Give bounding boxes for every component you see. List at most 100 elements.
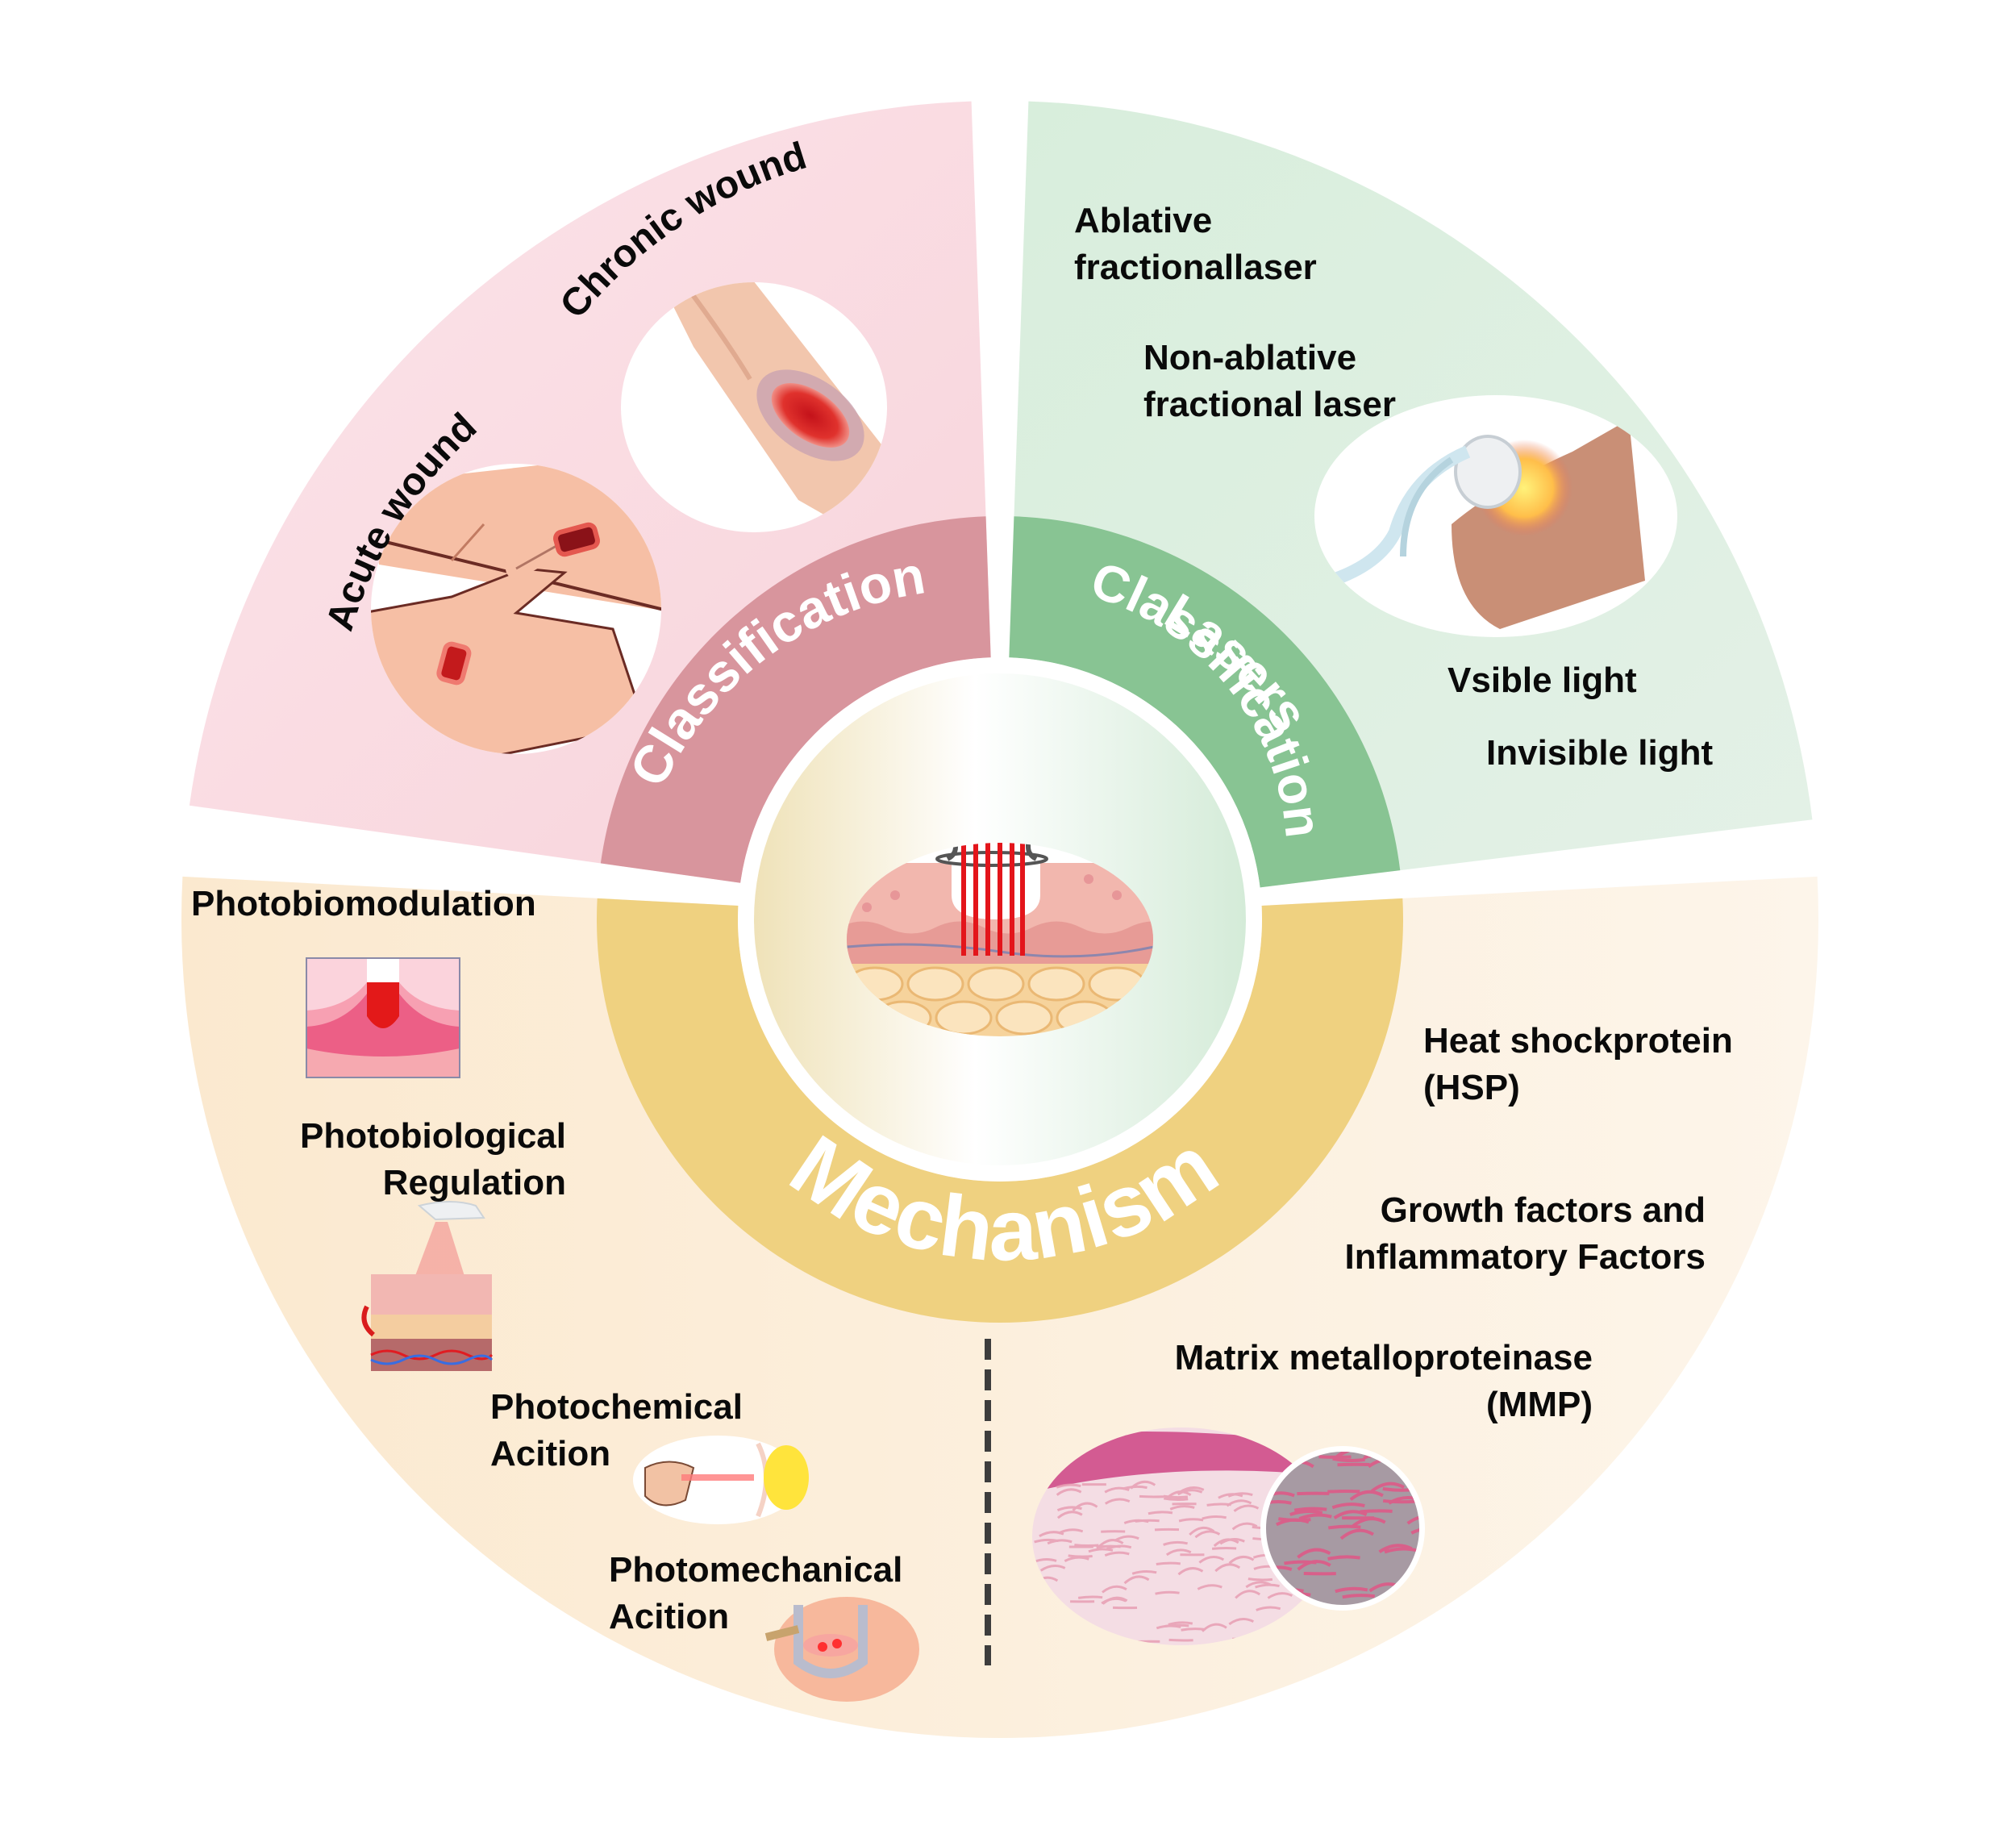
inner-bands <box>597 516 1403 1323</box>
mechanism-photobiological-line1: Photobiological <box>300 1116 566 1156</box>
histology-fiber <box>1072 1502 1098 1512</box>
mechanism-photochemical-line1: Photochemical <box>490 1387 743 1427</box>
histology-fiber <box>1088 1548 1114 1553</box>
histology-fiber <box>1266 1491 1295 1500</box>
histology-fiber <box>1101 1597 1127 1605</box>
laser-item-ablative: Ablative fractionallaser <box>1074 198 1317 291</box>
chronic-wound-image <box>621 282 887 532</box>
photobiomodulation-plot-image <box>306 957 460 1078</box>
histology-fiber <box>1211 1547 1237 1550</box>
histology-fiber <box>1056 1483 1081 1489</box>
histology-fiber <box>1197 1584 1223 1590</box>
histology-fiber <box>1156 1624 1181 1630</box>
histology-fiber <box>1233 1504 1260 1512</box>
histology-fiber <box>1384 1547 1418 1554</box>
mechanism-photobiological-line2: Regulation <box>382 1163 566 1202</box>
mechanism-photochemical-line2: Acition <box>490 1434 611 1473</box>
histology-fiber <box>1148 1511 1173 1515</box>
histology-fiber <box>1156 1561 1181 1566</box>
histology-fiber <box>1202 1515 1227 1520</box>
histology-fiber <box>1267 1592 1293 1599</box>
histology-fiber <box>1327 1524 1361 1530</box>
mechanism-hsp-line1: Heat shockprotein <box>1423 1021 1733 1061</box>
mechanism-photomechanical-line2: Acition <box>609 1597 730 1636</box>
histology-fiber <box>1228 1555 1255 1565</box>
laser-item-non-ablative-line1: Non-ablative <box>1143 338 1357 377</box>
mechanism-growth-inflammatory: Growth factors and Inflammatory Factors <box>1258 1187 1706 1281</box>
histology-fiber <box>1104 1498 1131 1505</box>
center-hub <box>738 657 1262 1182</box>
histology-fiber <box>1104 1551 1130 1557</box>
mechanism-band <box>597 898 1403 1323</box>
histology-fiber <box>1178 1518 1204 1523</box>
histology-fiber <box>1123 1519 1149 1524</box>
histology-fiber <box>1382 1498 1416 1504</box>
histology-fiber <box>1106 1544 1132 1550</box>
wound-band <box>600 516 991 883</box>
histology-fiber <box>1276 1518 1310 1527</box>
laser-item-visible-light: Vsible light <box>1447 657 1637 704</box>
histology-fiber <box>1181 1628 1206 1632</box>
histology-fiber <box>1228 1618 1254 1626</box>
histology-fiber <box>1194 1530 1221 1539</box>
histology-fiber <box>1189 1526 1215 1536</box>
mechanism-mmp-line2: (MMP) <box>1486 1385 1593 1424</box>
histology-fiber <box>1154 1527 1180 1532</box>
histology-fiber <box>1332 1457 1365 1462</box>
histology-fiber <box>1098 1539 1124 1548</box>
histology-fiber <box>1177 1489 1203 1496</box>
histology-fiber <box>1266 1500 1292 1507</box>
mechanism-photobiomodulation-text: Photobiomodulation <box>191 884 536 923</box>
histology-fiber <box>1074 1544 1099 1547</box>
histology-fiber <box>1039 1565 1066 1572</box>
histology-fiber <box>1214 1563 1241 1573</box>
histology-fiber <box>1293 1507 1327 1512</box>
histology-fiber <box>1248 1578 1273 1582</box>
histology-fiber <box>1155 1590 1180 1595</box>
mechanism-growth-line1: Growth factors and <box>1380 1190 1706 1230</box>
histology-fiber <box>1406 1515 1419 1525</box>
photochemical-image <box>633 1436 809 1524</box>
mechanism-photochemical-action: Photochemical Acition <box>490 1384 743 1477</box>
mechanism-photomechanical-line1: Photomechanical <box>609 1550 903 1590</box>
laser-item-non-ablative: Non-ablative fractional laser <box>1143 335 1396 428</box>
mechanism-photobiological-regulation: Photobiological Regulation <box>242 1113 566 1207</box>
mechanism-photomechanical-action: Photomechanical Acition <box>609 1547 902 1640</box>
histology-fiber <box>1256 1606 1281 1611</box>
histology-fiber <box>1255 1583 1280 1589</box>
photobiological-skin-image <box>361 1201 494 1371</box>
histology-fiber <box>1333 1510 1368 1519</box>
mechanism-hsp: Heat shockprotein (HSP) <box>1423 1018 1733 1111</box>
mechanism-photobiomodulation: Photobiomodulation <box>191 881 536 927</box>
histology-fiber <box>1201 1623 1227 1632</box>
histology-fiber <box>1123 1575 1150 1585</box>
histology-fiber <box>1047 1539 1073 1545</box>
histology-fiber <box>1139 1494 1164 1498</box>
histology-fiber <box>1335 1586 1368 1594</box>
histology-fiber <box>1218 1493 1243 1499</box>
histology-fiber <box>1245 1581 1271 1589</box>
histology-fiber <box>1227 1492 1253 1498</box>
histology-fiber <box>1219 1537 1245 1545</box>
histology-fiber <box>1058 1528 1084 1535</box>
histology-fiber <box>1284 1560 1317 1565</box>
laser-item-ablative-line1: Ablative <box>1074 201 1213 240</box>
histology-fiber <box>1231 1522 1258 1531</box>
histology-fiber <box>1056 1511 1083 1519</box>
laser-item-invisible-light-text: Invisible light <box>1486 733 1714 773</box>
histology-fiber <box>1206 1502 1231 1507</box>
histology-fiber <box>1298 1513 1332 1520</box>
histology-fiber <box>1339 1528 1375 1540</box>
laser-item-invisible-light: Invisible light <box>1486 730 1713 777</box>
mechanism-hsp-line2: (HSP) <box>1423 1068 1520 1107</box>
histology-fiber <box>1163 1494 1189 1499</box>
laser-item-ablative-line2: fractionallaser <box>1074 248 1317 287</box>
mechanism-mmp: Matrix metalloproteinase (MMP) <box>1085 1335 1593 1428</box>
histology-fiber <box>1169 1505 1195 1511</box>
histology-fiber <box>1177 1567 1204 1576</box>
histology-fiber <box>1297 1548 1331 1559</box>
histology-fiber <box>1064 1556 1089 1562</box>
histology-fiber <box>1102 1585 1127 1594</box>
acute-wound-image <box>371 464 661 754</box>
histology-fiber <box>1331 1502 1365 1510</box>
